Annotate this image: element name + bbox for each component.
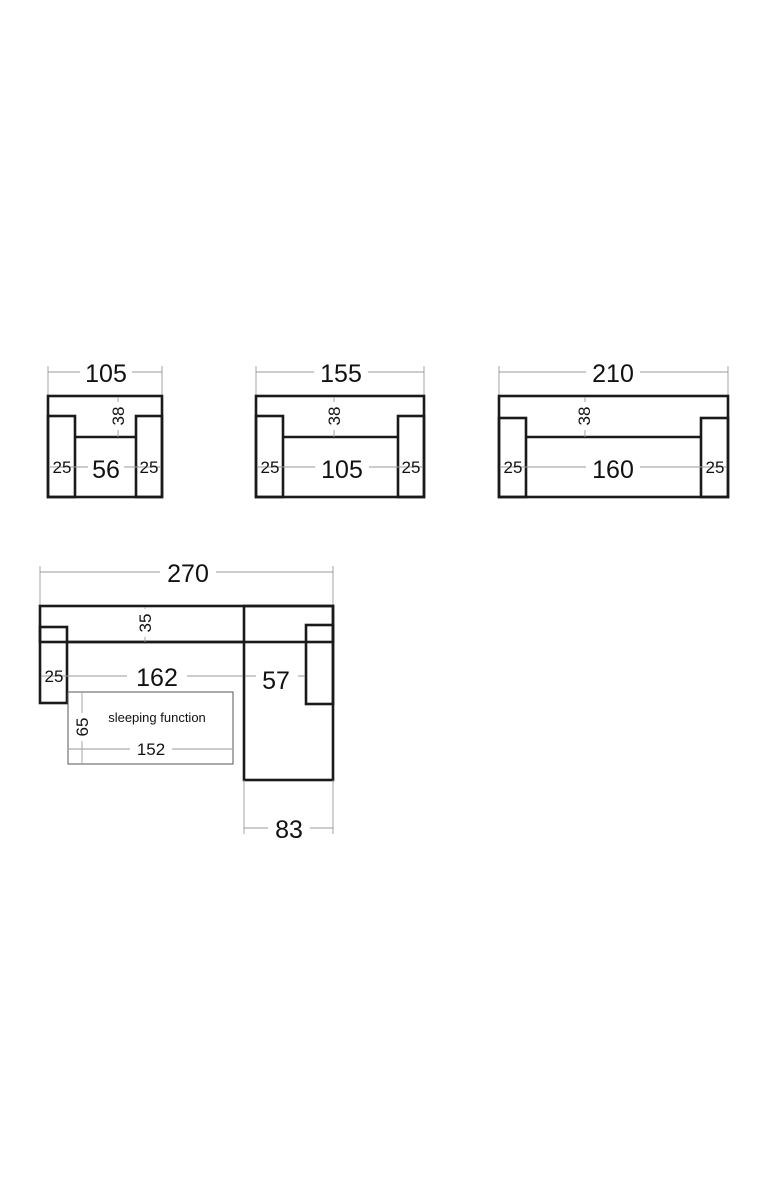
sofa-2-seat-label: 105 (321, 456, 363, 484)
corner-sofa-left-arm-label: 25 (45, 667, 64, 686)
corner-sofa: 270 35 25 162 57 sleeping function 65 15… (38, 558, 335, 844)
sofa-2-width-label: 155 (320, 360, 362, 388)
sofa-3: 210 38 25 160 25 (497, 358, 730, 499)
sofa-1-back-depth-label: 38 (109, 407, 128, 426)
sofa-3-left-arm (497, 416, 528, 499)
sofa-2-left-arm-label: 25 (261, 458, 280, 477)
sofa-1-right-arm-label: 25 (140, 458, 159, 477)
corner-sofa-left-arm (38, 625, 69, 705)
corner-sofa-back (38, 604, 335, 644)
sofa-2-left-arm (254, 414, 285, 499)
corner-sofa-back-depth-label: 35 (136, 614, 155, 633)
sofa-1-width-label: 105 (85, 360, 127, 388)
sleeping-function-area (67, 691, 234, 765)
corner-sofa-right-arm (304, 623, 335, 706)
sofa-2: 155 38 25 105 25 (254, 358, 426, 499)
sleeping-width-label: 152 (137, 740, 165, 759)
sofa-3-left-arm-label: 25 (504, 458, 523, 477)
corner-sofa-chaise-seat-label: 57 (262, 667, 290, 695)
corner-sofa-chaise-width-label: 83 (275, 816, 303, 844)
sofa-3-right-arm-label: 25 (706, 458, 725, 477)
sleeping-depth-label: 65 (73, 718, 92, 737)
sofa-3-seat-label: 160 (592, 456, 634, 484)
sofa-1-right-arm (134, 414, 164, 499)
corner-sofa-seat-label: 162 (136, 664, 178, 692)
corner-sofa-width-label: 270 (167, 560, 209, 588)
sofa-3-width-label: 210 (592, 360, 634, 388)
sofa-1-seat-label: 56 (92, 456, 120, 484)
sofa-1-left-arm-label: 25 (53, 458, 72, 477)
sofa-3-right-arm (699, 416, 730, 499)
sofa-2-right-arm-label: 25 (402, 458, 421, 477)
sofa-2-back-depth-label: 38 (325, 407, 344, 426)
sofa-1: 105 38 25 56 25 (46, 358, 164, 499)
sofa-2-right-arm (396, 414, 426, 499)
sofa-3-back-depth-label: 38 (575, 407, 594, 426)
sleeping-function-label: sleeping function (108, 710, 206, 725)
sofa-1-left-arm (46, 414, 77, 499)
